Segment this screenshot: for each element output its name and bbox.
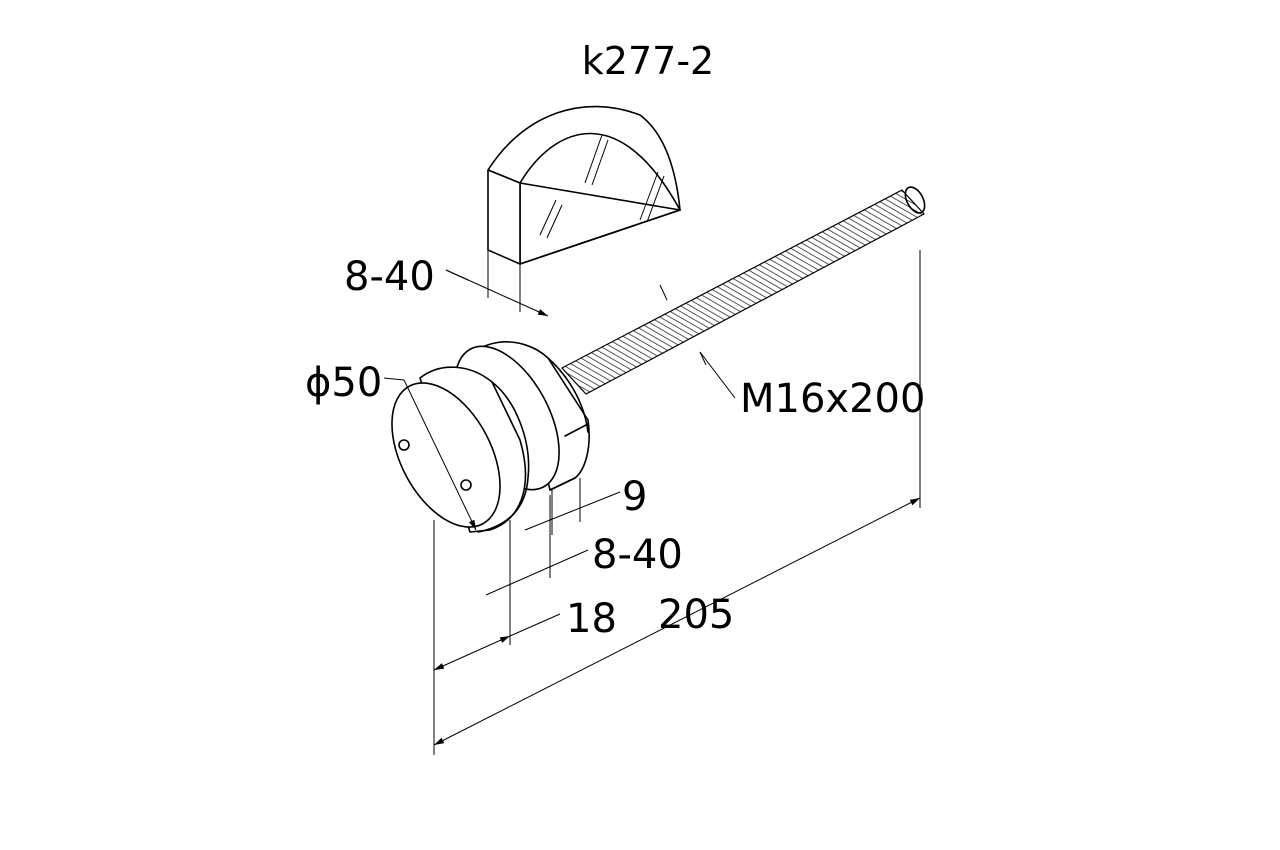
label-overall-length: 205 [658, 592, 734, 638]
knob-hole-icon [398, 439, 410, 451]
label-thread: M16x200 [740, 376, 925, 422]
dim-pad-thickness [445, 250, 549, 317]
label-knob-diameter: ϕ50 [305, 360, 382, 406]
knob [391, 366, 530, 533]
dim-knob-width [433, 520, 561, 755]
label-pad-thickness: 8-40 [344, 254, 435, 300]
label-washer: 9 [622, 474, 647, 520]
threaded-rod [561, 186, 926, 395]
knob-hole-icon [460, 479, 472, 491]
half-round-pad [487, 105, 681, 265]
label-pad-thickness-2: 8-40 [592, 532, 683, 578]
label-knob-width: 18 [566, 596, 617, 642]
drawing-title: k277-2 [582, 39, 714, 83]
dim-overall-length [433, 250, 921, 746]
dim-thread [659, 284, 736, 399]
